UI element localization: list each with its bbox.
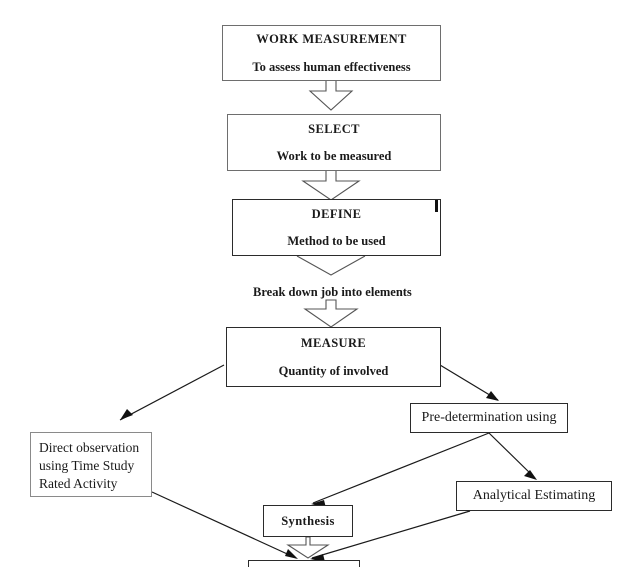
connector-select-to-define	[301, 169, 361, 201]
connector-synthesis-to-bottom	[286, 536, 330, 559]
analytical-estimating-title: Analytical Estimating	[472, 488, 596, 504]
node-work-measurement[interactable]: WORK MEASUREMENT To assess human effecti…	[222, 25, 441, 81]
node-select[interactable]: SELECT Work to be measured	[227, 114, 441, 171]
work-measurement-title: WORK MEASUREMENT	[256, 32, 407, 47]
connector-predetermination-to-analytical-estimating	[488, 432, 537, 480]
node-predetermination[interactable]: Pre-determination using	[410, 403, 568, 433]
node-bottom-clipped[interactable]	[248, 560, 360, 567]
node-analytical-estimating[interactable]: Analytical Estimating	[456, 481, 612, 511]
connector-breakdown-to-measure	[303, 299, 359, 328]
connector-work-measurement-to-select	[308, 79, 354, 111]
synthesis-title: Synthesis	[281, 513, 335, 528]
measure-title: MEASURE	[300, 336, 367, 351]
work-measurement-subtitle: To assess human effectiveness	[252, 59, 411, 74]
direct-observation-line-2: using Time Study	[39, 457, 135, 473]
node-direct-observation[interactable]: Direct observation using Time Study Rate…	[30, 432, 152, 497]
predetermination-title: Pre-determination using	[421, 410, 557, 426]
define-box-artifact-tick	[435, 200, 438, 212]
direct-observation-line-3: Rated Activity	[39, 475, 118, 491]
select-subtitle: Work to be measured	[276, 149, 392, 163]
direct-observation-line-1: Direct observation	[39, 440, 140, 455]
connector-define-to-breakdown	[296, 255, 366, 276]
node-define[interactable]: DEFINE Method to be used	[232, 199, 441, 256]
caption-break-down-job: Break down job into elements	[253, 285, 412, 299]
select-title: SELECT	[308, 121, 360, 136]
connector-direct-observation-to-bottom	[151, 491, 298, 559]
define-subtitle: Method to be used	[287, 234, 386, 248]
define-title: DEFINE	[311, 206, 362, 221]
measure-subtitle: Quantity of involved	[278, 363, 389, 378]
node-synthesis[interactable]: Synthesis	[263, 505, 353, 537]
connector-measure-to-direct-observation	[119, 364, 225, 421]
connector-measure-to-predetermination	[439, 364, 499, 401]
node-measure[interactable]: MEASURE Quantity of involved	[226, 327, 441, 387]
